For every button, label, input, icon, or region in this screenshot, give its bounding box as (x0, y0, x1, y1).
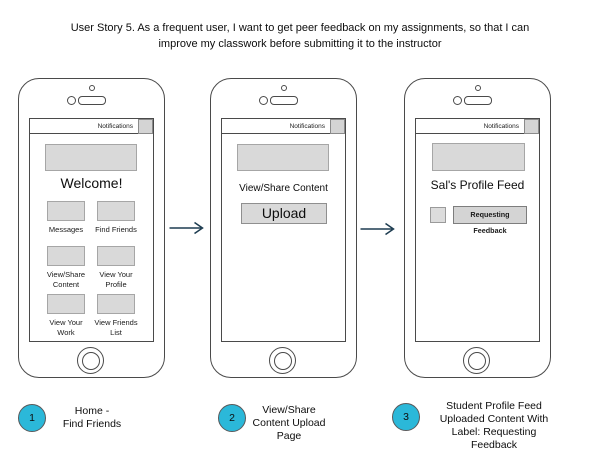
home-button[interactable] (463, 347, 490, 374)
notifications-label: Notifications (483, 123, 519, 130)
upload-page-heading: View/Share Content (239, 183, 328, 194)
menu-tile-view-your-profile[interactable]: View Your Profile (91, 246, 141, 289)
profile-feed-screen: Notifications Sal's Profile Feed Request… (415, 118, 540, 342)
user-story-title: User Story 5. As a frequent user, I want… (0, 20, 600, 52)
banner-placeholder (237, 144, 329, 171)
tile-box[interactable] (47, 201, 85, 221)
phone-home: Notifications Welcome! Messages Find Fri… (18, 78, 165, 378)
tile-label: View Friends List (94, 318, 138, 337)
home-button[interactable] (77, 347, 104, 374)
home-button-inner (81, 351, 100, 370)
legend-step-2-circle: 2 (218, 404, 246, 432)
tile-box[interactable] (97, 201, 135, 221)
upload-screen: Notifications View/Share Content Upload (221, 118, 346, 342)
flow-arrow-2 (360, 222, 395, 236)
home-button[interactable] (269, 347, 296, 374)
notifications-icon[interactable] (138, 119, 153, 134)
notifications-bar: Notifications (416, 119, 539, 134)
legend-step-1-label: Home - Find Friends (62, 405, 122, 430)
tile-box[interactable] (97, 294, 135, 314)
tile-label: Find Friends (95, 225, 137, 234)
home-button-inner (273, 351, 292, 370)
front-camera-icon (259, 96, 268, 105)
legend-step-3-number: 3 (403, 411, 409, 423)
notifications-icon[interactable] (330, 119, 345, 134)
notifications-label: Notifications (97, 123, 133, 130)
phone-upload: Notifications View/Share Content Upload (210, 78, 357, 378)
speaker-icon (464, 96, 492, 105)
profile-feed-heading: Sal's Profile Feed (430, 178, 525, 192)
notifications-icon[interactable] (524, 119, 539, 134)
notifications-label: Notifications (289, 123, 325, 130)
user-story-title-line2: improve my classwork before submitting i… (158, 38, 442, 50)
welcome-heading: Welcome! (60, 175, 123, 191)
requesting-feedback-button[interactable]: Requesting Feedback (453, 206, 527, 235)
tile-box[interactable] (47, 294, 85, 314)
banner-placeholder (432, 143, 525, 171)
menu-tile-find-friends[interactable]: Find Friends (91, 201, 141, 235)
notifications-bar: Notifications (222, 119, 345, 134)
home-button-inner (467, 351, 486, 370)
legend-step-3-circle: 3 (392, 403, 420, 431)
menu-tile-view-friends-list[interactable]: View Friends List (91, 294, 141, 337)
camera-dot-icon (89, 85, 95, 91)
tile-box[interactable] (47, 246, 85, 266)
banner-placeholder (45, 144, 137, 171)
legend-step-2-label: View/Share Content Upload Page (252, 404, 326, 442)
front-camera-icon (453, 96, 462, 105)
tile-box[interactable] (97, 246, 135, 266)
home-screen: Notifications Welcome! Messages Find Fri… (29, 118, 154, 342)
legend-step-1-circle: 1 (18, 404, 46, 432)
camera-dot-icon (475, 85, 481, 91)
tile-label: View Your Profile (99, 270, 133, 289)
front-camera-icon (67, 96, 76, 105)
user-story-title-line1: User Story 5. As a frequent user, I want… (70, 22, 530, 34)
legend-step-1-number: 1 (29, 412, 35, 424)
upload-button[interactable]: Upload (241, 203, 327, 224)
menu-tile-view-your-work[interactable]: View Your Work (41, 294, 91, 337)
speaker-icon (270, 96, 298, 105)
phone-profile-feed: Notifications Sal's Profile Feed Request… (404, 78, 551, 378)
legend-step-3-label: Student Profile Feed Uploaded Content Wi… (439, 400, 549, 451)
menu-tile-view-share-content[interactable]: View/Share Content (41, 246, 91, 289)
tile-label: View/Share Content (46, 270, 86, 289)
notifications-bar: Notifications (30, 119, 153, 134)
feed-thumbnail-placeholder (430, 207, 446, 223)
tile-label: View Your Work (49, 318, 83, 337)
flow-arrow-1 (169, 221, 204, 235)
menu-tile-messages[interactable]: Messages (41, 201, 91, 235)
camera-dot-icon (281, 85, 287, 91)
tile-label: Messages (48, 225, 84, 234)
legend-step-2-number: 2 (229, 412, 235, 424)
speaker-icon (78, 96, 106, 105)
